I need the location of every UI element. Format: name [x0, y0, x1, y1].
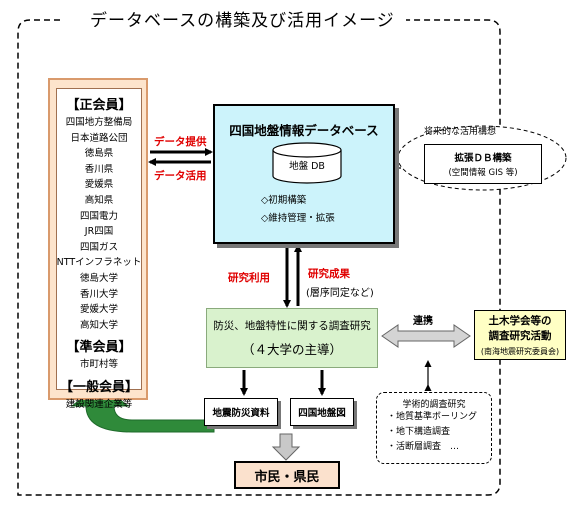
academic-heading: 学術的調査研究	[402, 400, 466, 410]
academic-item: ・地質基準ボーリング	[387, 412, 478, 422]
output-disaster-materials: 地震防災資料	[204, 398, 278, 426]
member-item: 徳島県	[84, 148, 114, 160]
research-title: 防災、地盤特性に関する調査研究	[213, 320, 371, 332]
member-item: 愛媛大学	[79, 304, 118, 316]
database-title: 四国地盤情報データベース	[229, 123, 379, 138]
member-item: 高知県	[84, 194, 114, 206]
society-line1: 土木学会等の	[488, 314, 552, 327]
future-box: 拡張ＤＢ構築 (空間情報 GIS 等)	[424, 144, 542, 184]
future-heading: 将来的な活用構想	[424, 127, 497, 137]
member-item: 四国地方整備局	[65, 117, 133, 128]
member-item: 高知大学	[79, 319, 118, 331]
output-ground-map: 四国地盤図	[290, 398, 354, 426]
outer-frame	[17, 19, 501, 496]
member-item: 徳島大学	[79, 272, 118, 284]
database-box: 四国地盤情報データベース 地盤 DB ◇初期構築 ◇維持管理・拡張	[213, 104, 395, 244]
regular-members-header: 【正会員】	[66, 98, 132, 113]
academic-item: ・地下構造調査	[387, 427, 451, 437]
academic-box: 学術的調査研究 ・地質基準ボーリング ・地下構造調査 ・活断層調査 …	[376, 392, 492, 464]
society-box: 土木学会等の 調査研究活動 (南海地震研究委員会)	[474, 310, 566, 360]
society-line2: 調査研究活動	[488, 329, 552, 342]
members-panel: 【正会員】 四国地方整備局 日本道路公団 徳島県 香川県 愛媛県 高知県 四国電…	[48, 78, 148, 410]
academic-item: ・活断層調査 …	[387, 442, 460, 452]
research-results-label: 研究成果	[308, 268, 350, 280]
data-use-label: データ活用	[154, 170, 207, 182]
member-item: NTTインフラネット	[56, 257, 142, 269]
member-item: 四国電力	[79, 210, 118, 222]
member-item: 市町村等	[79, 359, 118, 371]
member-item: 四国ガス	[79, 241, 118, 253]
member-item: 香川県	[84, 163, 114, 175]
member-item: JR四国	[84, 226, 114, 238]
research-box: 防災、地盤特性に関する調査研究 （４大学の主導）	[206, 308, 378, 368]
member-item: 建設関連企業等	[65, 398, 133, 410]
database-feature: ◇初期構築	[261, 195, 307, 206]
member-item: 日本道路公団	[70, 132, 128, 144]
research-use-label: 研究利用	[228, 272, 270, 284]
citizens-arrow	[271, 433, 301, 461]
research-subtitle: （４大学の主導）	[241, 342, 342, 357]
database-feature: ◇維持管理・拡張	[261, 213, 335, 224]
database-cylinder-label: 地盤 DB	[289, 161, 325, 172]
cooperation-arrow	[381, 324, 471, 348]
associate-members-header: 【準会員】	[66, 340, 132, 356]
database-cylinder-icon	[272, 142, 342, 184]
future-box-title: 拡張ＤＢ構築	[454, 153, 512, 164]
member-item: 愛媛県	[84, 179, 114, 191]
member-item: 香川大学	[79, 288, 118, 300]
citizens-box: 市民・県民	[234, 461, 340, 489]
society-note: (南海地震研究委員会)	[480, 346, 560, 356]
page-title: データベースの構築及び活用イメージ	[84, 6, 401, 31]
research-results-note: (層序同定など)	[306, 288, 374, 299]
cooperation-label: 連携	[413, 316, 433, 327]
members-list: 【正会員】 四国地方整備局 日本道路公団 徳島県 香川県 愛媛県 高知県 四国電…	[56, 88, 142, 410]
future-box-note: (空間情報 GIS 等)	[448, 168, 518, 178]
data-provide-label: データ提供	[154, 136, 207, 148]
general-members-header: 【一般会員】	[59, 379, 138, 395]
